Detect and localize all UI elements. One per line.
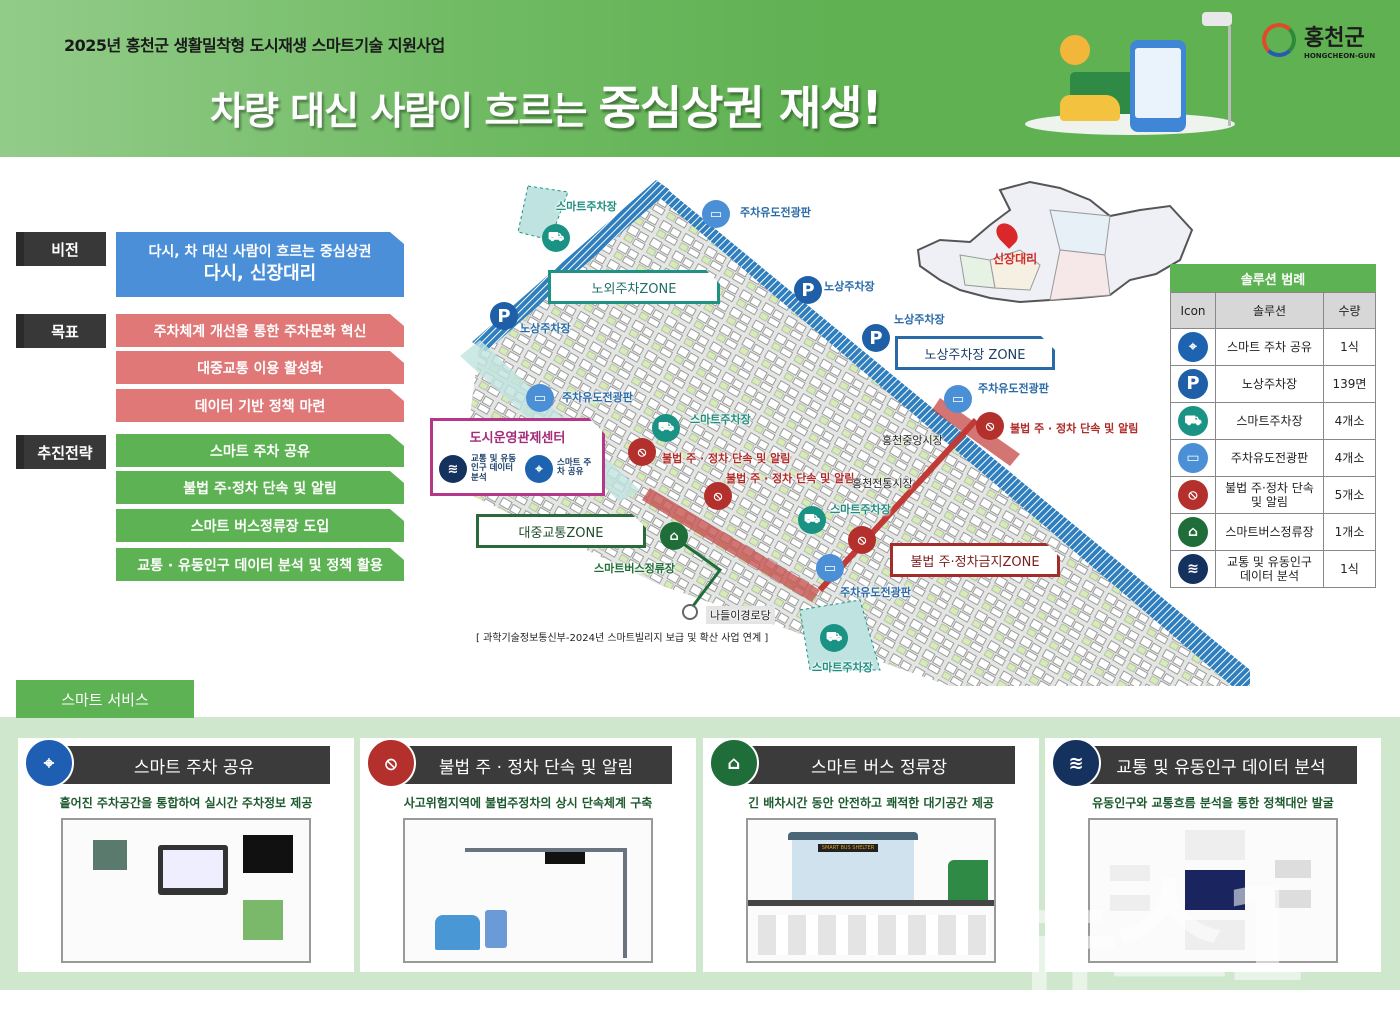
goal-item: 데이터 기반 정책 마련: [116, 389, 404, 422]
hero-illustration: [1020, 10, 1240, 135]
data-analysis-icon: ≋: [439, 455, 467, 483]
vision-label: 비전: [16, 232, 106, 266]
region-label: 신장대리: [993, 252, 1038, 266]
onstreet-parking-icon: P: [794, 276, 822, 304]
service-card-data-analysis: 교통 및 유동인구 데이터 분석 ≋ 유동인구와 교통흐름 분석을 통한 정책대…: [1045, 738, 1381, 972]
strategy-item: 불법 주·정차 단속 및 알림: [116, 471, 404, 504]
control-center-box: 도시운영관제센터 ≋ 교통 및 유동인구 데이터 분석 ⌖ 스마트 주차 공유: [430, 418, 605, 496]
enforcement-icon: ⦸: [848, 526, 876, 554]
hongcheon-region-map: 신장대리: [900, 170, 1200, 310]
data-analysis-icon: ≋: [1051, 738, 1101, 788]
strategy-item: 스마트 주차 공유: [116, 434, 404, 467]
guide-board-icon: ▭: [526, 384, 554, 412]
no-parking-zone: 불법 주·정차금지ZONE: [890, 543, 1060, 577]
smart-parking-lot-icon: ⛟: [1178, 406, 1208, 436]
enforcement-diagram: [403, 818, 653, 963]
bus-shelter-illustration: SMART BUS SHELTER: [746, 818, 996, 963]
guide-board-icon: ▭: [944, 385, 972, 413]
enforcement-icon: ⦸: [704, 482, 732, 510]
onstreet-parking-icon: P: [862, 324, 890, 352]
smart-parking-share-icon: ⌖: [1178, 332, 1208, 362]
vision-box: 다시, 차 대신 사람이 흐르는 중심상권 다시, 신장대리: [116, 232, 404, 297]
smart-parking-lot-icon: ⛟: [542, 224, 570, 252]
car-illustration: [1060, 95, 1120, 121]
service-card-bus-stop: 스마트 버스 정류장 ⌂ 긴 배차시간 동안 안전하고 쾌적한 대기공간 제공 …: [703, 738, 1039, 972]
smart-parking-lot-icon: ⛟: [798, 506, 826, 534]
news1-watermark: 뉴스1: [1000, 859, 1310, 1011]
smart-parking-share-icon: ⌖: [24, 738, 74, 788]
logo-mark-icon: [1262, 23, 1296, 57]
onstreet-parking-zone: 노상주차장 ZONE: [895, 336, 1055, 370]
enforcement-icon: ⦸: [366, 738, 416, 788]
smart-parking-share-icon: ⌖: [525, 455, 553, 483]
smart-parking-lot-icon: ⛟: [820, 624, 848, 652]
guide-board-icon: ▭: [816, 554, 844, 582]
legend-title: 솔루션 범례: [1170, 264, 1376, 292]
enforcement-icon: ⦸: [976, 412, 1004, 440]
header-banner: 2025년 홍천군 생활밀착형 도시재생 스마트기술 지원사업 차량 대신 사람…: [0, 0, 1400, 157]
onstreet-parking-icon: P: [490, 302, 518, 330]
header-subtitle: 2025년 홍천군 생활밀착형 도시재생 스마트기술 지원사업: [64, 36, 445, 55]
smart-services-tab: 스마트 서비스: [16, 680, 194, 718]
enforcement-icon: ⦸: [1178, 480, 1208, 510]
phone-map-illustration: [1130, 40, 1186, 132]
guide-board-icon: ▭: [1178, 443, 1208, 473]
strategy-item: 교통 · 유동인구 데이터 분석 및 정책 활용: [116, 548, 404, 581]
goal-item: 대중교통 이용 활성화: [116, 351, 404, 384]
smart-bus-stop-icon: ⌂: [709, 738, 759, 788]
data-analysis-icon: ≋: [1178, 554, 1208, 584]
cctv-illustration: [1202, 12, 1232, 26]
onstreet-parking-icon: P: [1178, 369, 1208, 399]
district-map: 노외주차ZONE 노상주차장 ZONE 대중교통ZONE 불법 주·정차금지ZO…: [420, 170, 1260, 700]
smart-bus-stop-icon: ⌂: [1178, 517, 1208, 547]
guide-board-icon: ▭: [702, 200, 730, 228]
offstreet-parking-zone: 노외주차ZONE: [548, 270, 720, 304]
strategy-label: 추진전략: [16, 435, 106, 469]
coin-illustration: [1060, 35, 1090, 65]
enforcement-icon: ⦸: [628, 438, 656, 466]
parking-share-diagram: [61, 818, 311, 963]
goal-item: 주차체계 개선을 통한 주차문화 혁신: [116, 314, 404, 347]
smart-parking-lot-icon: ⛟: [652, 414, 680, 442]
service-card-parking-share: 스마트 주차 공유 ⌖ 흩어진 주차공간을 통합하여 실시간 주차정보 제공: [18, 738, 354, 972]
smart-bus-stop-icon: ⌂: [660, 522, 688, 550]
goal-label: 목표: [16, 314, 106, 348]
transit-zone: 대중교통ZONE: [476, 514, 646, 548]
header-title: 차량 대신 사람이 흐르는 중심상권 재생!: [210, 81, 882, 135]
data-analysis-diagram: [1088, 818, 1338, 963]
service-card-enforcement: 불법 주 · 정차 단속 및 알림 ⦸ 사고위험지역에 불법주정차의 상시 단속…: [360, 738, 696, 972]
strategy-item: 스마트 버스정류장 도입: [116, 509, 404, 542]
